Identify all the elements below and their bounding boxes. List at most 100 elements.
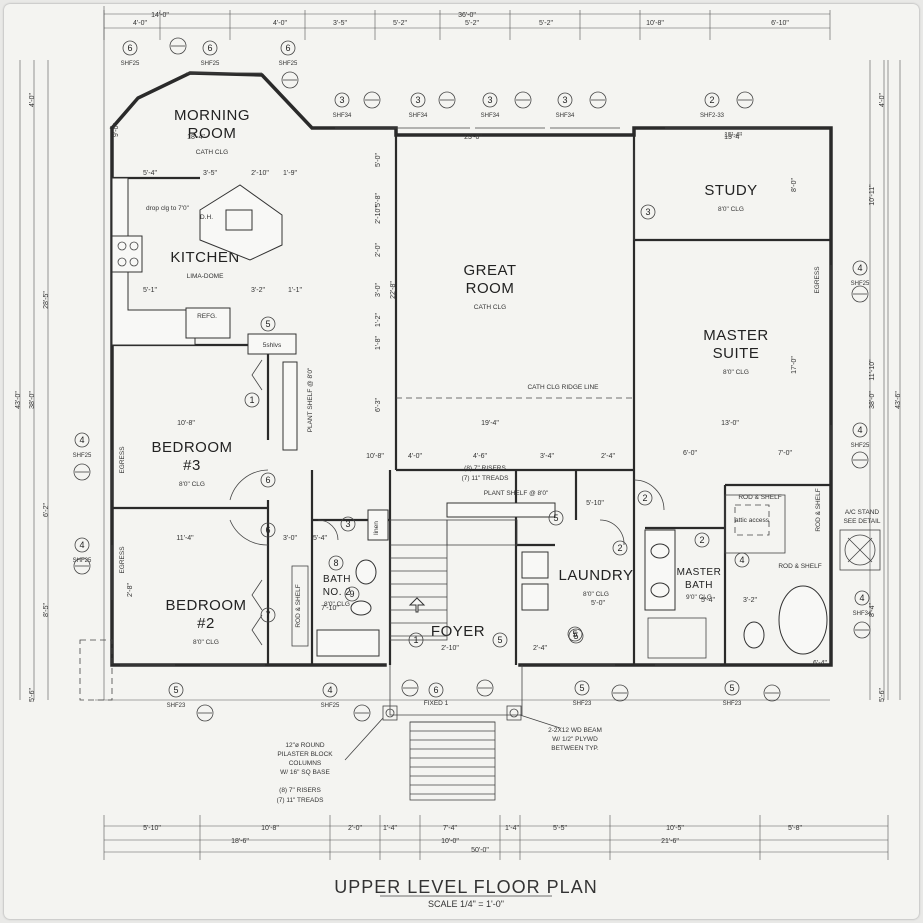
door-tag-number: 7 <box>265 610 270 620</box>
laundry-fixtures <box>521 551 549 611</box>
room-name: #3 <box>183 457 201 474</box>
burner-icon <box>129 257 139 267</box>
interior-dim: 9'-0" <box>113 123 120 137</box>
window-tag-number: 4 <box>857 425 862 435</box>
dim-segment-bottom: 7'-4" <box>443 825 457 832</box>
drawing-scale: SCALE 1/4" = 1'-0" <box>428 899 504 909</box>
window-tag-code: SHF34 <box>409 113 428 119</box>
room-ceiling: 8'0" CLG <box>718 206 744 213</box>
leader <box>519 714 561 729</box>
window-tag-number: 5 <box>729 683 734 693</box>
sink <box>650 582 670 598</box>
door-tag-number: 8 <box>333 558 338 568</box>
door-swing <box>633 479 665 511</box>
window-tag-code: SHF23 <box>723 701 742 707</box>
rod-shelf-label: ROD & SHELF <box>815 488 822 531</box>
dim-segment-bottom: 10'-8" <box>261 825 279 832</box>
sill-tag <box>73 463 91 481</box>
door-tag-circle <box>260 607 276 623</box>
dim-segment-top: 5'-2" <box>465 20 479 27</box>
window-tag-circle <box>202 40 218 56</box>
linen-closet <box>367 509 389 541</box>
interior-dim: 5'-8" <box>375 193 382 207</box>
sill-tag <box>476 679 494 697</box>
ac-fan-icon <box>844 534 876 566</box>
door-tag: 2 <box>694 532 710 548</box>
room-bedroom-3: BEDROOM#38'0" CLG <box>151 439 232 488</box>
interior-dim: 5'-4" <box>701 597 715 604</box>
window-tag-circle <box>574 680 590 696</box>
door-tag-number: 5 <box>573 631 578 641</box>
window-tag-number: 3 <box>415 95 420 105</box>
door-swing <box>317 519 339 541</box>
window-tag-circle <box>724 680 740 696</box>
attic-access <box>734 504 770 536</box>
dim-right: 10'-11" <box>869 184 876 206</box>
window-tag-number: 3 <box>562 95 567 105</box>
door-tag-number: 5 <box>553 513 558 523</box>
door-tag-number: 5 <box>265 319 270 329</box>
window-tag-code: SHF25 <box>851 443 870 449</box>
door-tag-number: 1 <box>249 395 254 405</box>
window-tag-circle <box>168 682 184 698</box>
dim-right: 4'-0" <box>879 93 886 107</box>
interior-dim: 5'-0" <box>591 600 605 607</box>
dim-left: 6'-2" <box>43 503 50 517</box>
pilaster-note: 12"ø ROUND <box>285 742 324 749</box>
closet-bedroom-2 <box>291 565 309 647</box>
dim-segment-top: 4'-0" <box>133 20 147 27</box>
ac-x <box>847 537 873 563</box>
room-name: KITCHEN <box>170 249 239 266</box>
sill-tag <box>763 684 781 702</box>
window-tag-number: 2 <box>709 95 714 105</box>
deck-outline-left <box>79 639 113 701</box>
sink <box>650 543 670 559</box>
sill-tag <box>363 91 381 109</box>
window-tag-circle <box>410 92 426 108</box>
pilaster-base <box>506 705 522 721</box>
room-ceiling: CATH CLG <box>196 149 228 156</box>
room-name: BATH <box>323 574 351 585</box>
room-name: FOYER <box>431 623 485 640</box>
room-name: #2 <box>197 615 215 632</box>
rod-shelf-label: ROD & SHELF <box>778 563 821 570</box>
treads-bot: (7) 11" TREADS <box>277 797 325 804</box>
beam-note: 2-2X12 WD BEAM <box>548 727 602 734</box>
dim-segment-bottom: 10'-5" <box>666 825 684 832</box>
attic-label: attic access <box>735 517 770 524</box>
kitchen-fixtures: REFG.D.H.drop clg to 7'0"5shlvs <box>111 177 297 355</box>
interior-dim: 2'-0" <box>375 243 382 257</box>
interior-dim: 6'-3" <box>375 398 382 412</box>
door-tag-number: 5 <box>497 635 502 645</box>
door-tag: 7 <box>260 607 276 623</box>
door-tag: 2 <box>612 540 628 556</box>
stair-run <box>389 519 448 641</box>
interior-dim: 10'-8" <box>177 420 195 427</box>
interior-dim: 5'-1" <box>143 287 157 294</box>
burner-icon <box>117 241 127 251</box>
toilet <box>743 621 765 649</box>
tub <box>778 585 828 655</box>
door-swing <box>229 519 269 546</box>
door-tag-circle <box>260 472 276 488</box>
rod-shelf-label: ROD & SHELF <box>738 494 781 501</box>
interior-dim: 2'-4" <box>601 453 615 460</box>
door-tag: 5 <box>567 626 583 642</box>
door-tag: 5 <box>260 316 276 332</box>
pilaster-note: PILASTER BLOCK <box>277 751 333 758</box>
pilaster-column <box>385 708 395 718</box>
door-tag: 6 <box>260 472 276 488</box>
sill-tag <box>401 679 419 697</box>
dim-segment-top: 10'-8" <box>646 20 664 27</box>
interior-dim: 15'-4" <box>724 134 742 141</box>
